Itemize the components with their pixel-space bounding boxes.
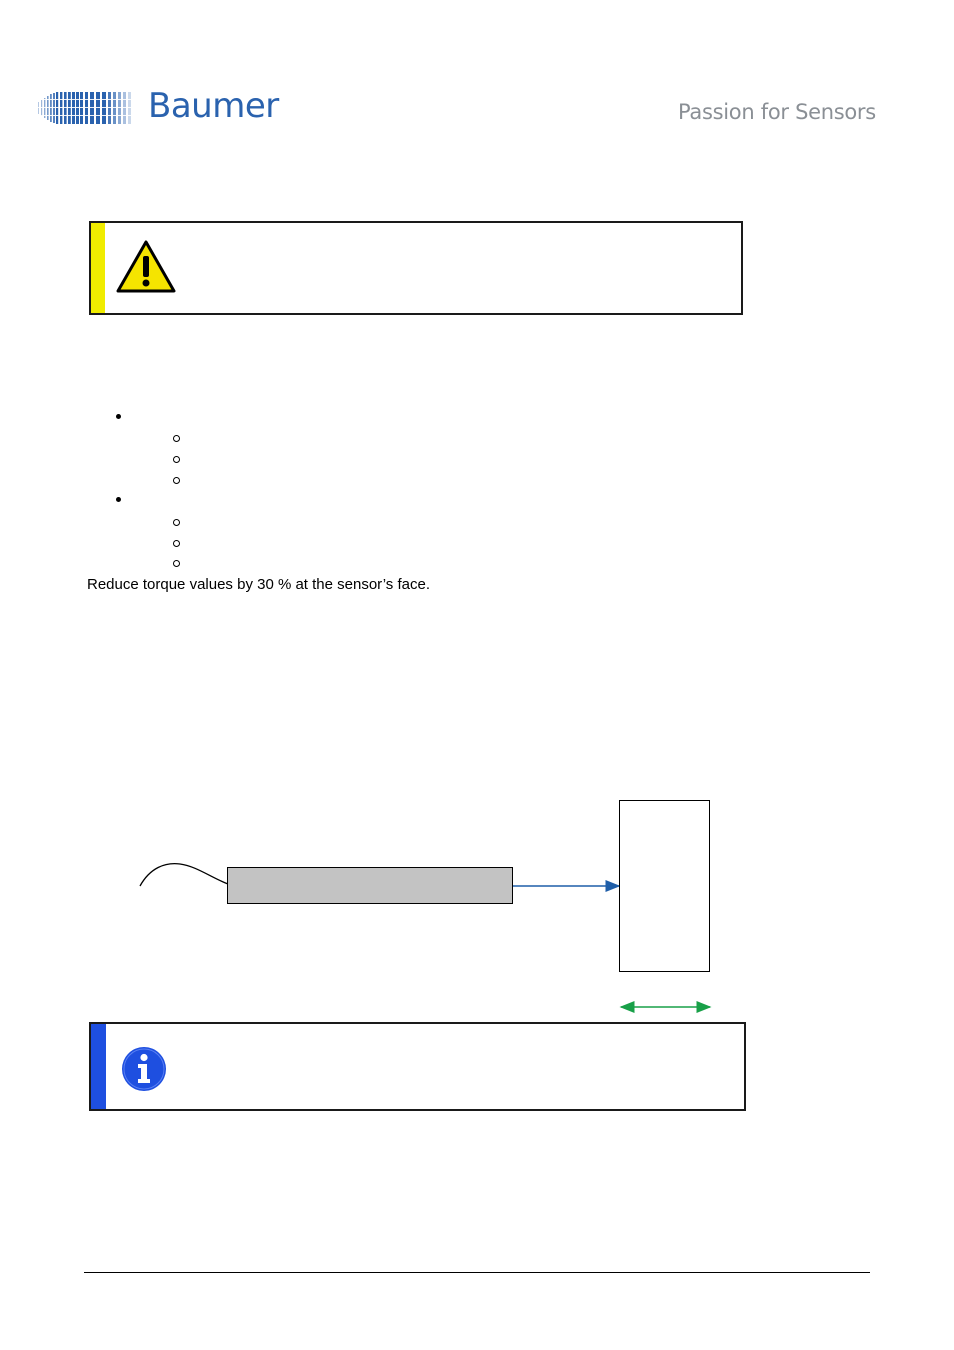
list-subbullet [173, 435, 180, 442]
target-object [619, 800, 710, 972]
list-subbullet [173, 540, 180, 547]
torque-note: Reduce torque values by 30 % at the sens… [87, 576, 430, 593]
footer-divider [84, 1272, 870, 1273]
info-accent-bar [91, 1024, 106, 1109]
list-subbullet [173, 456, 180, 463]
info-icon [122, 1047, 166, 1091]
sensor-cable [139, 862, 229, 887]
info-notice [89, 1022, 746, 1111]
list-bullet [116, 414, 121, 419]
brand-tagline: Passion for Sensors [678, 100, 876, 124]
sensor-diagram [139, 800, 712, 1013]
list-subbullet [173, 560, 180, 567]
list-bullet [116, 497, 121, 502]
sensor-body [227, 867, 513, 904]
warning-accent-bar [91, 223, 105, 313]
baumer-logo-icon [38, 92, 134, 124]
brand-name: Baumer [148, 86, 279, 126]
list-subbullet [173, 519, 180, 526]
warning-notice [89, 221, 743, 315]
warning-triangle-icon [116, 240, 176, 293]
list-subbullet [173, 477, 180, 484]
